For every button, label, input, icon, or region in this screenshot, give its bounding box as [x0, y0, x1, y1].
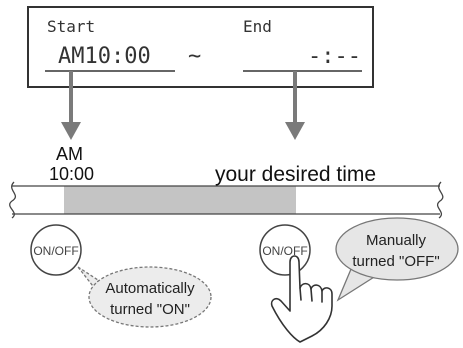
range-separator: ~ — [188, 44, 201, 69]
end-time-value: -:-- — [308, 44, 361, 69]
end-time-label: your desired time — [215, 163, 376, 186]
on-off-label-right: ON/OFF — [262, 244, 307, 258]
auto-on-bubble: Automatically turned "ON" — [77, 266, 212, 328]
manual-off-bubble: Manually turned "OFF" — [335, 217, 459, 302]
on-off-button-right: ON/OFF — [259, 224, 311, 276]
end-arrow — [285, 71, 305, 140]
manual-off-line1: Manually — [366, 232, 427, 249]
start-arrow — [61, 71, 81, 140]
timeline-break-right — [436, 181, 444, 219]
manual-off-line2: turned "OFF" — [352, 253, 439, 270]
start-label: Start — [47, 17, 95, 36]
start-time-label-time: 10:00 — [49, 164, 94, 184]
auto-on-line2: turned "ON" — [110, 301, 190, 318]
lcd-frame — [27, 6, 374, 88]
on-off-label-left: ON/OFF — [33, 244, 78, 258]
start-time-label-am: AM — [56, 144, 83, 164]
hand-pointer-icon — [270, 255, 333, 343]
active-period-band — [64, 186, 296, 214]
on-off-button-left: ON/OFF — [30, 224, 82, 276]
lcd-display: Start End AM10:00 ~ -:-- — [27, 6, 374, 88]
end-label: End — [243, 17, 272, 36]
timeline-bar — [9, 181, 444, 219]
auto-on-line1: Automatically — [105, 280, 195, 297]
timeline-break-left — [9, 181, 17, 219]
start-time-value: AM10:00 — [58, 44, 151, 69]
